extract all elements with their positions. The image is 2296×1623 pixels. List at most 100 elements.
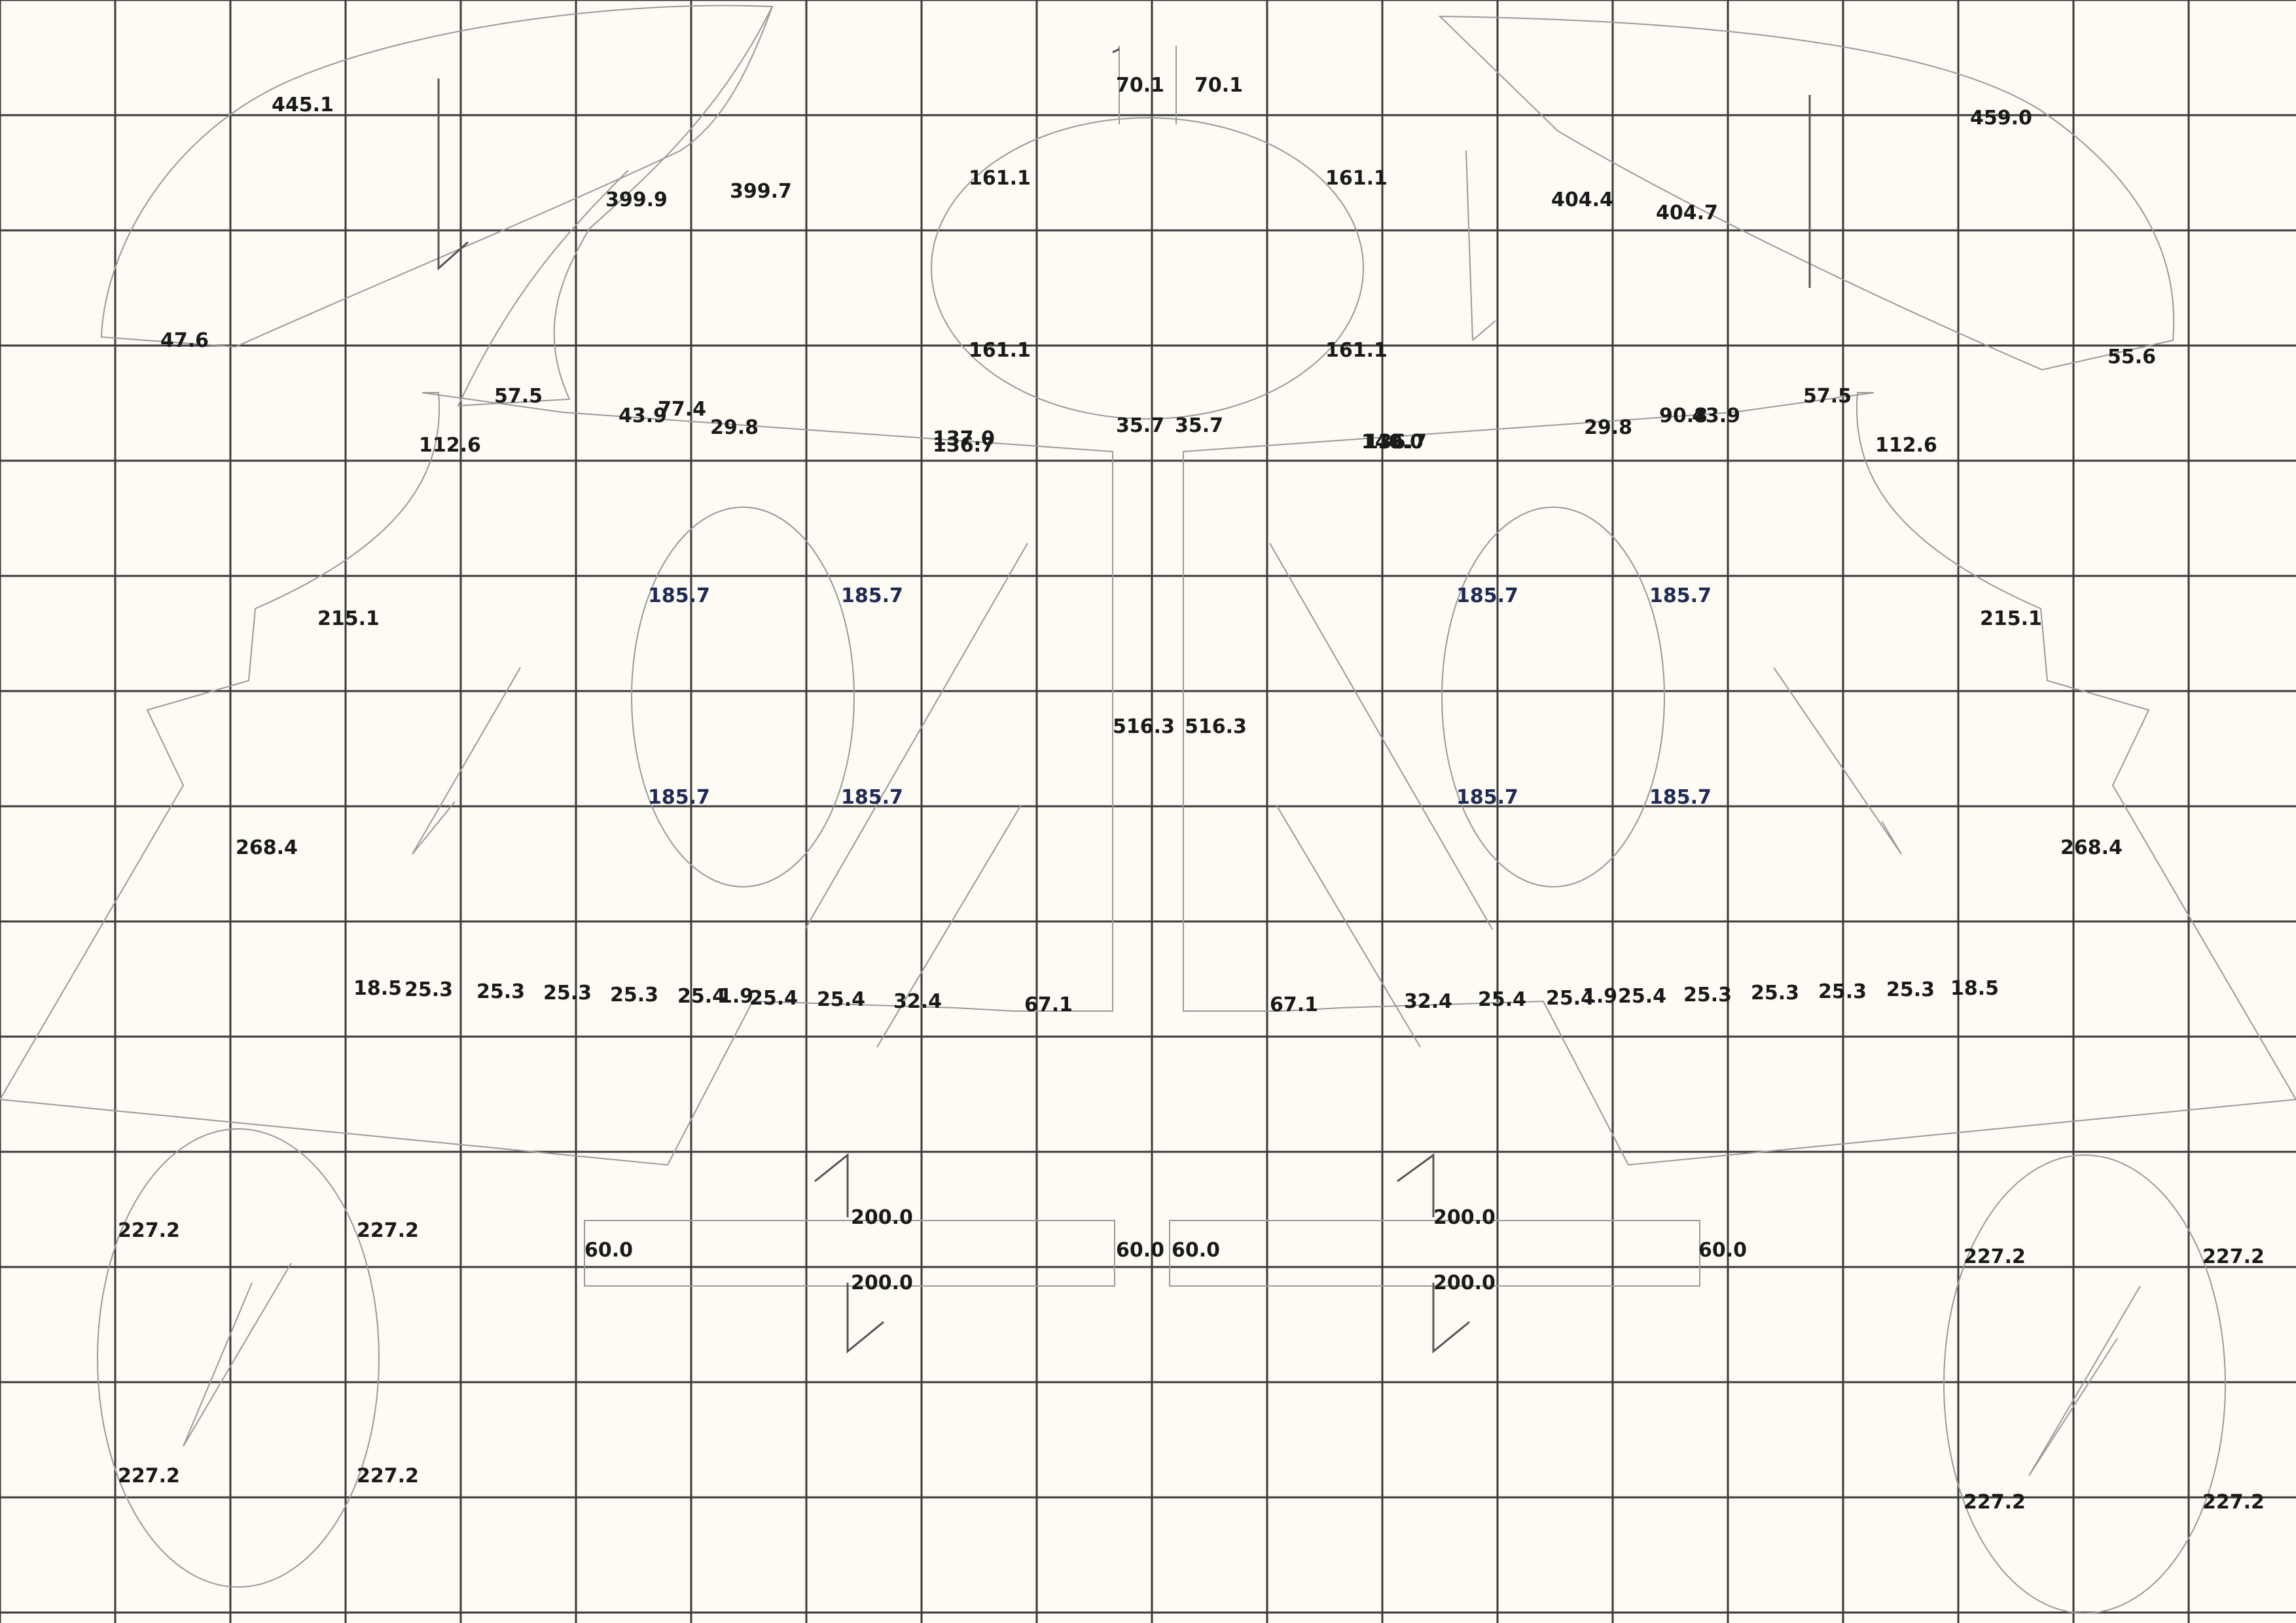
dimension-label-hem-left: 1.9 — [719, 985, 753, 1008]
dimension-label-armhole: 215.1 — [1980, 607, 2042, 630]
dimension-label-shoulder: 90.8 — [1659, 404, 1708, 427]
dimension-label-hem-left: 32.4 — [893, 990, 942, 1013]
dimension-label-hem-left: 25.3 — [404, 978, 453, 1001]
dimension-label-yoke: 399.7 — [730, 180, 792, 203]
front-left-dart-line — [804, 543, 1028, 1048]
dimension-label-hem-right: 1.9 — [1583, 985, 1617, 1008]
dart-right — [1441, 507, 1665, 887]
dimension-label-darts: 185.7 — [841, 584, 903, 607]
collar-left-notch — [437, 79, 469, 271]
dimension-label-hem-right: 25.4 — [1478, 988, 1526, 1011]
dimension-label-yoke: 404.4 — [1551, 188, 1613, 211]
dimension-label-hem-right: 25.3 — [1886, 978, 1935, 1001]
dimension-label-armhole: 215.1 — [317, 607, 380, 630]
dart-left — [631, 507, 855, 887]
yoke-left-outline — [457, 6, 773, 407]
yoke-right-outline — [1465, 150, 1496, 341]
dimension-label-center: 516.3 — [1185, 715, 1247, 738]
sleeve-right-grain — [2028, 1285, 2141, 1476]
dimension-label-sleeve: 227.2 — [2202, 1245, 2265, 1268]
dimension-label-shoulder: 136.7 — [933, 434, 995, 457]
dimension-label-neck: 161.1 — [969, 339, 1031, 362]
left-side-notch — [412, 667, 521, 855]
dimension-label-center: 35.7 — [1116, 414, 1164, 437]
dimension-label-hem-left: 67.1 — [1024, 993, 1073, 1016]
dimension-label-shoulder: 43.9 — [619, 404, 667, 427]
dimension-label-sleeve: 227.2 — [118, 1465, 180, 1488]
dimension-label-yoke: 399.9 — [605, 188, 668, 211]
dimension-label-hem-left: 25.4 — [749, 987, 798, 1010]
dimension-label-yoke: 404.7 — [1656, 202, 1718, 224]
dimension-label-hem-right: 25.3 — [1683, 984, 1732, 1007]
dimension-label-hem-right: 67.1 — [1270, 993, 1318, 1016]
pocket-left-notch-top — [814, 1152, 849, 1217]
dimension-label-pocket: 60.0 — [1698, 1239, 1747, 1262]
dimension-label-shoulder: 29.8 — [1584, 416, 1632, 439]
dimension-label-hem-right: 25.3 — [1751, 982, 1799, 1005]
dimension-label-sleeve: 227.2 — [2202, 1491, 2265, 1514]
dimension-label-hem-left: 25.4 — [817, 988, 865, 1011]
neck-opening — [931, 117, 1364, 419]
dimension-label-shoulder: 136.7 — [1365, 431, 1427, 454]
dimension-label-pocket: 200.0 — [851, 1206, 913, 1229]
dimension-label-darts: 185.7 — [648, 786, 710, 809]
dimension-label-center: 70.1 — [1194, 74, 1243, 97]
dimension-label-shoulder: 77.4 — [658, 398, 706, 421]
dimension-label-center: 516.3 — [1113, 715, 1175, 738]
dimension-label-pocket: 200.0 — [851, 1272, 913, 1294]
dimension-label-pocket: 200.0 — [1433, 1272, 1496, 1294]
dimension-label-collar: 459.0 — [1970, 107, 2032, 130]
dimension-label-hem-left: 25.3 — [476, 980, 525, 1003]
dimension-label-darts: 185.7 — [1456, 786, 1518, 809]
dimension-label-darts: 185.7 — [841, 786, 903, 809]
dimension-label-neck: 161.1 — [969, 167, 1031, 190]
dimension-label-pocket: 200.0 — [1433, 1206, 1496, 1229]
dimension-label-neck: 161.1 — [1325, 339, 1388, 362]
collar-left-outline — [100, 5, 774, 348]
pattern-pieces — [0, 5, 2296, 1614]
dimension-label-pocket: 60.0 — [1116, 1239, 1164, 1262]
dimension-label-collar: 445.1 — [272, 94, 334, 116]
dimension-label-shoulder: 112.6 — [1875, 434, 1937, 457]
sleeve-left-grain — [183, 1262, 292, 1447]
dimension-label-darts: 185.7 — [1649, 786, 1712, 809]
sleeve-left — [97, 1128, 380, 1588]
center-back-top — [1119, 46, 1177, 124]
dimension-label-shoulder: 137.0 — [933, 427, 995, 450]
dimension-label-shoulder: 57.5 — [1803, 385, 1852, 408]
center-left-notch — [1112, 48, 1120, 54]
dimension-label-hem-right: 25.4 — [1546, 987, 1594, 1010]
dimension-label-shoulder: 140.0 — [1361, 431, 1424, 454]
front-left-bodice — [0, 392, 1113, 1166]
pocket-right — [1169, 1220, 1700, 1287]
dimension-label-hem-left: 18.5 — [353, 977, 402, 1000]
collar-right-outline — [1438, 15, 2175, 371]
dimension-label-hem-left: 25.3 — [610, 984, 658, 1007]
dimension-label-hem-right: 25.4 — [1618, 985, 1666, 1008]
pocket-right-notch-top — [1397, 1153, 1435, 1217]
dimension-label-darts: 185.7 — [648, 584, 710, 607]
dimension-label-sleeve: 227.2 — [357, 1465, 419, 1488]
dimension-label-shoulder: 57.5 — [494, 385, 543, 408]
dimension-label-pocket: 60.0 — [1172, 1239, 1220, 1262]
dimension-label-pocket: 60.0 — [584, 1239, 633, 1262]
dimension-label-sleeve: 227.2 — [118, 1219, 180, 1242]
dimension-label-collar: 55.6 — [2108, 346, 2156, 368]
pocket-left — [584, 1220, 1115, 1287]
pocket-left-notch-bottom — [846, 1283, 884, 1354]
dimension-label-hem-right: 32.4 — [1404, 990, 1452, 1013]
dimension-label-armhole: 268.4 — [2060, 836, 2123, 859]
dimension-label-armhole: 268.4 — [236, 836, 298, 859]
dimension-label-center: 35.7 — [1175, 414, 1223, 437]
dimension-label-sleeve: 227.2 — [1964, 1491, 2026, 1514]
dimension-label-darts: 185.7 — [1456, 584, 1518, 607]
dimension-label-hem-left: 25.3 — [543, 982, 592, 1005]
front-right-dart-line — [1269, 543, 1493, 1048]
dimension-label-hem-right: 18.5 — [1950, 977, 1999, 1000]
dimension-label-hem-right: 25.3 — [1818, 980, 1867, 1003]
dimension-label-hem-left: 25.4 — [677, 985, 726, 1008]
